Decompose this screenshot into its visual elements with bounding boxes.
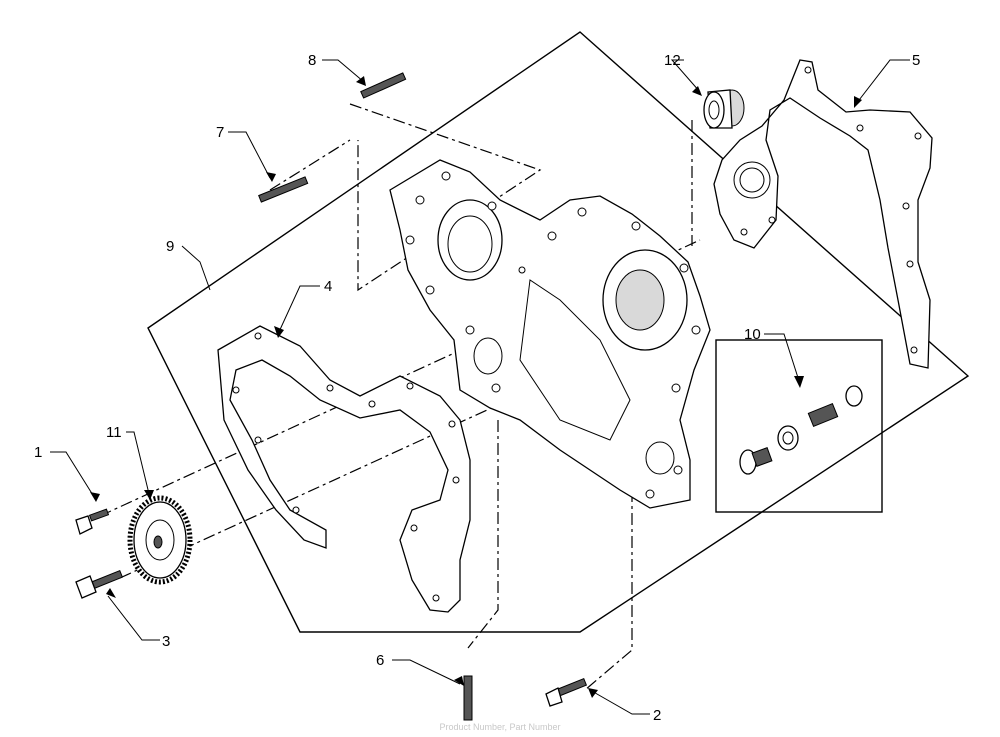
callout-11: 11 xyxy=(106,424,122,441)
kit-contents-10 xyxy=(739,385,863,475)
kit-outline-9 xyxy=(147,31,970,633)
bolt-part-1 xyxy=(75,508,110,535)
gear-part-11 xyxy=(127,495,193,585)
leader-lines xyxy=(50,59,910,715)
stud-part-8 xyxy=(360,72,407,99)
bolt-part-2 xyxy=(545,677,588,707)
callout-6: 6 xyxy=(376,652,384,669)
bolt-part-3 xyxy=(75,569,124,599)
gasket-part-4 xyxy=(217,325,471,613)
callout-4: 4 xyxy=(324,278,332,295)
callout-10: 10 xyxy=(744,326,761,343)
stud-part-7 xyxy=(258,176,309,203)
stud-part-6 xyxy=(463,675,473,721)
seal-part-12 xyxy=(703,89,745,129)
callout-7: 7 xyxy=(216,124,224,141)
callout-12: 12 xyxy=(664,52,681,69)
kit-box-10 xyxy=(715,339,883,513)
gasket-part-5 xyxy=(713,59,933,369)
callout-5: 5 xyxy=(912,52,920,69)
callout-8: 8 xyxy=(308,52,316,69)
callout-2: 2 xyxy=(653,707,661,724)
footer-caption: Product Number, Part Number xyxy=(439,722,561,732)
arrow-heads xyxy=(90,76,862,698)
callout-9: 9 xyxy=(166,238,174,255)
callout-3: 3 xyxy=(162,633,170,650)
timing-cover-housing xyxy=(389,159,711,509)
callout-1: 1 xyxy=(34,444,42,461)
